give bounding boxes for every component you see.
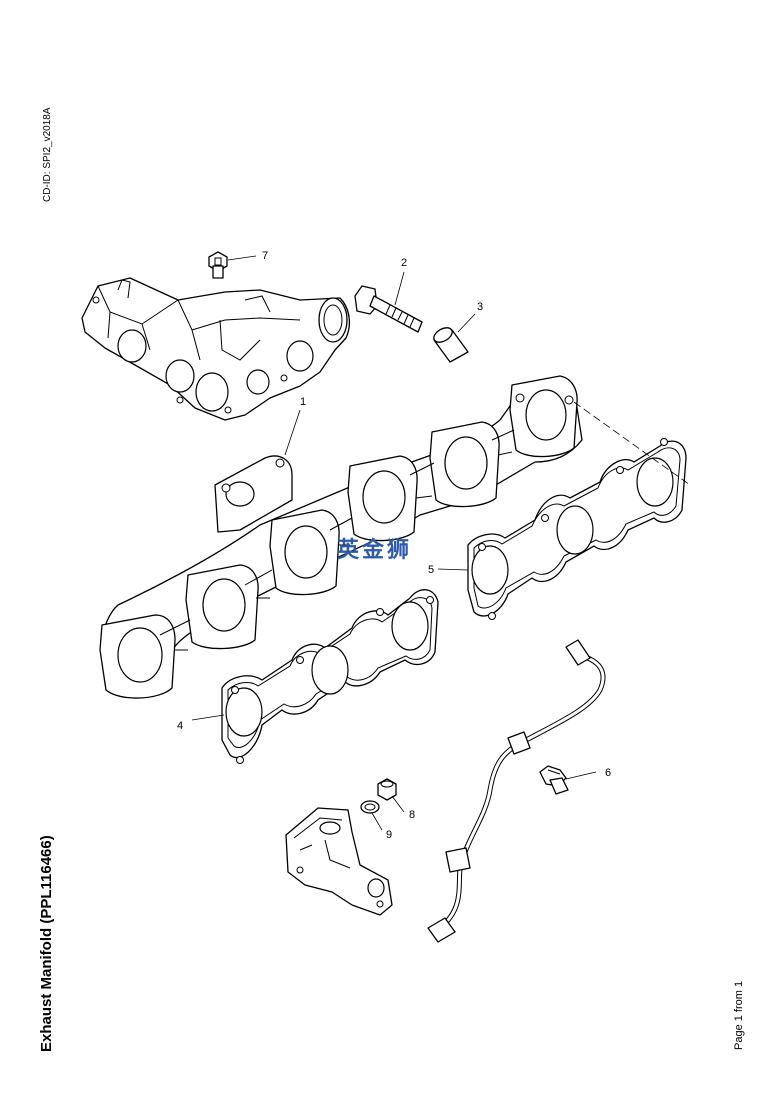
callout-8: 8 — [409, 809, 415, 821]
callout-6: 6 — [605, 767, 611, 779]
callout-4: 4 — [177, 720, 183, 732]
manifold-gasket-upper — [467, 438, 687, 620]
callout-1: 1 — [300, 396, 306, 408]
washer-part-9 — [360, 800, 380, 814]
callout-9: 9 — [386, 829, 392, 841]
callout-7: 7 — [262, 250, 268, 262]
exhaust-manifold-part — [99, 375, 583, 699]
watermark-text: 英金狮 — [337, 537, 412, 563]
turbo-housing-part — [81, 277, 351, 421]
spacer-part-3 — [433, 327, 469, 363]
bolt-part-2 — [354, 285, 423, 333]
sensor-pipe-part — [427, 639, 606, 943]
leader-lines — [191, 255, 691, 831]
manifold-gasket-lower — [221, 589, 439, 764]
callout-numbers: 1 2 3 4 5 6 7 8 9 — [177, 250, 611, 841]
plug-part-8 — [377, 778, 397, 801]
callout-3: 3 — [477, 301, 483, 313]
bolt-part-6 — [539, 765, 569, 795]
callout-5: 5 — [428, 564, 434, 576]
adapter-housing-part — [285, 807, 393, 916]
callout-2: 2 — [401, 257, 407, 269]
bolt-part-7 — [208, 251, 228, 279]
